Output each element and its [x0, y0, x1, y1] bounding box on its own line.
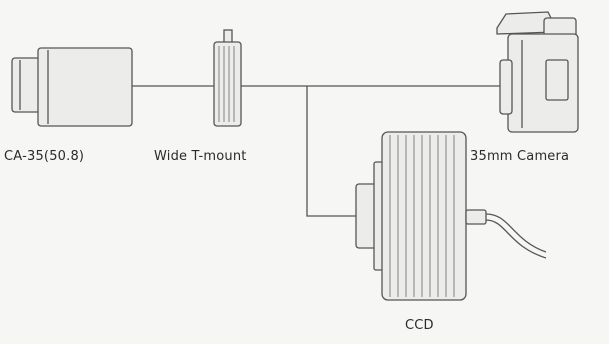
camera-35mm-icon: [496, 11, 579, 133]
t-mount-adapter-icon: [213, 29, 242, 127]
label-lens: CA-35(50.8): [4, 149, 85, 164]
label-ccd: CCD: [405, 318, 434, 333]
label-adapter: Wide T-mount: [154, 149, 247, 164]
connector-lines: [132, 85, 510, 217]
ccd-camera-icon: [355, 131, 547, 301]
lens-ca35-icon: [11, 47, 133, 127]
line-branch-to-ccd: [306, 86, 356, 217]
ccd-cable: [485, 213, 547, 253]
ccd-cable-connector: [465, 209, 487, 225]
ccd-cooling-fins: [389, 135, 455, 297]
label-camera: 35mm Camera: [470, 149, 570, 164]
